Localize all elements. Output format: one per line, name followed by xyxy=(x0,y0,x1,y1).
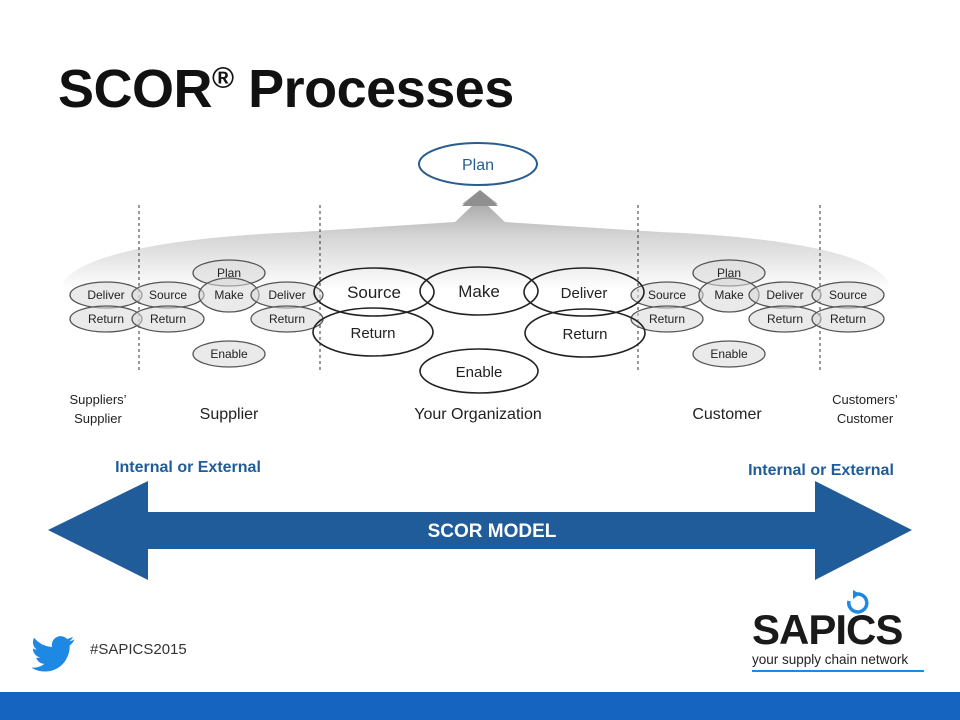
org-enable-text: Enable xyxy=(456,364,503,381)
sup-source-text: Source xyxy=(149,288,187,302)
top-plan-label: Plan xyxy=(462,157,494,174)
org-source-ellipse xyxy=(313,267,435,317)
suppliers-supplier-label-1: Suppliers’ xyxy=(69,392,126,407)
org-enable-ellipse xyxy=(419,348,539,394)
cus-deliver-text: Deliver xyxy=(766,288,803,302)
scor-model-label: SCOR MODEL xyxy=(428,521,557,542)
footer-bar xyxy=(0,692,960,720)
org-deliver-ellipse xyxy=(523,267,645,317)
org-make-text: Make xyxy=(458,282,500,301)
plan-arrow-head xyxy=(462,190,498,206)
sapics-logo: SAPICS your supply chain network xyxy=(752,590,932,672)
org-source-text: Source xyxy=(347,283,401,302)
logo-tagline: your supply chain network xyxy=(752,652,909,667)
suppliers-supplier-label-2: Supplier xyxy=(74,411,122,426)
cus-enable-ellipse xyxy=(692,340,766,368)
sup-return-text-3: Return xyxy=(269,312,305,326)
customers-customer-label-1: Customers’ xyxy=(832,392,898,407)
logo-underline xyxy=(752,670,924,672)
cus-return-text-1: Return xyxy=(649,312,685,326)
internal-external-left: Internal or External xyxy=(115,459,261,476)
sup-deliver-text: Deliver xyxy=(87,288,124,302)
sup-return-text-1: Return xyxy=(88,312,124,326)
cus-make-text: Make xyxy=(714,288,744,302)
your-org-label: Your Organization xyxy=(414,406,542,423)
sup-plan-text: Plan xyxy=(217,266,241,280)
top-plan-ellipse xyxy=(418,142,538,186)
customer-label: Customer xyxy=(692,406,762,423)
sup-enable-text: Enable xyxy=(210,347,248,361)
org-return-text-1: Return xyxy=(350,325,395,342)
customers-customer-label-2: Customer xyxy=(837,411,894,426)
sup-return-text-2: Return xyxy=(150,312,186,326)
refresh-arrow-icon xyxy=(847,590,869,614)
cus-plan-text: Plan xyxy=(717,266,741,280)
cus-enable-text: Enable xyxy=(710,347,748,361)
hashtag: #SAPICS2015 xyxy=(90,641,187,658)
cus-return-text-3: Return xyxy=(830,312,866,326)
logo-wordmark: SAPICS xyxy=(752,606,903,653)
org-return-text-2: Return xyxy=(562,326,607,343)
twitter-bird-icon xyxy=(32,636,75,672)
sup-make-text: Make xyxy=(214,288,244,302)
cus-source-text: Source xyxy=(648,288,686,302)
supplier-label: Supplier xyxy=(200,406,259,423)
cus-return-text-2: Return xyxy=(767,312,803,326)
org-deliver-text: Deliver xyxy=(561,285,608,302)
plan-umbrella xyxy=(62,190,890,290)
cus-source-text-2: Source xyxy=(829,288,867,302)
page-title: SCOR® Processes xyxy=(58,59,514,119)
org-return-ellipse-1 xyxy=(312,307,434,357)
sup-return-ellipse-2 xyxy=(131,305,205,333)
cus-return-ellipse-3 xyxy=(811,305,885,333)
cus-return-ellipse-1 xyxy=(630,305,704,333)
sup-enable-ellipse xyxy=(192,340,266,368)
scor-model-arrow xyxy=(48,481,912,580)
org-return-ellipse-2 xyxy=(524,308,646,358)
org-make-ellipse xyxy=(419,266,539,316)
internal-external-right: Internal or External xyxy=(748,462,894,479)
sup-deliver-text-2: Deliver xyxy=(268,288,305,302)
